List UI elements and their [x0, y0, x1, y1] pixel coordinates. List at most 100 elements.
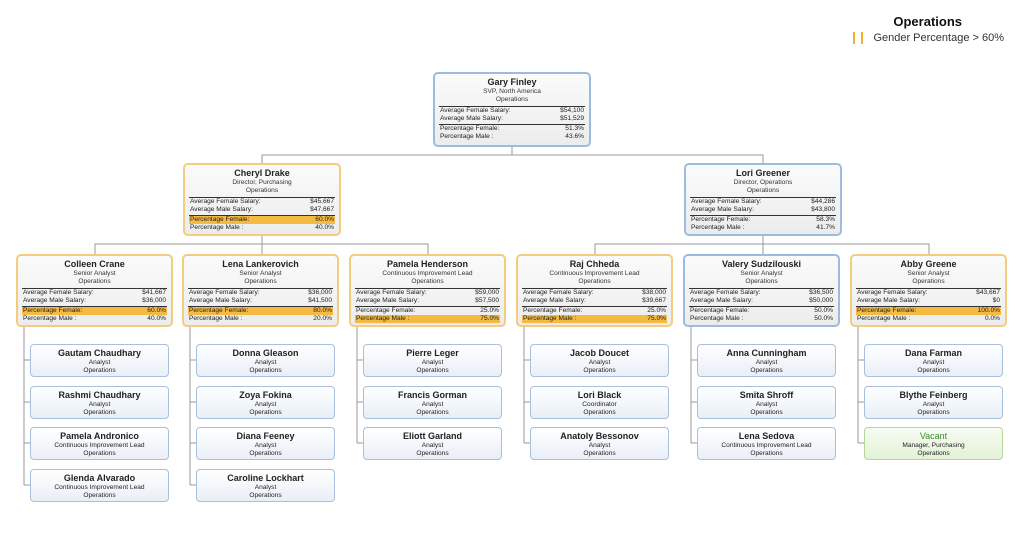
card-dept: Operations — [249, 367, 282, 374]
org-card-report[interactable]: Anna Cunningham Analyst Operations — [697, 344, 836, 377]
card-dept: Operations — [411, 278, 444, 286]
legend-title: Operations — [893, 14, 962, 29]
org-card-report[interactable]: Dana Farman Analyst Operations — [864, 344, 1003, 377]
card-title: Coordinator — [582, 401, 617, 408]
card-dept: Operations — [244, 278, 277, 286]
card-title: Analyst — [88, 359, 111, 366]
card-title: Analyst — [922, 359, 945, 366]
stat-value: $43,667 — [976, 288, 1000, 296]
card-dept: Operations — [912, 278, 945, 286]
org-card-team-lead[interactable]: Colleen Crane Senior Analyst Operations … — [16, 254, 173, 327]
card-name: Anatoly Bessonov — [560, 431, 639, 441]
org-card-report[interactable]: Glenda Alvarado Continuous Improvement L… — [30, 469, 169, 502]
card-name: Eliott Garland — [402, 431, 462, 441]
card-stats: Average Female Salary:$54,100 Average Ma… — [439, 105, 585, 142]
card-title: Senior Analyst — [907, 270, 950, 277]
spine-2 — [189, 327, 196, 486]
org-card-vacant[interactable]: Vacant Manager, Purchasing Operations — [864, 427, 1003, 460]
org-card-report[interactable]: Rashmi Chaudhary Analyst Operations — [30, 386, 169, 419]
org-card-report[interactable]: Smita Shroff Analyst Operations — [697, 386, 836, 419]
card-stats: Average Female Salary:$38,000 Average Ma… — [522, 287, 667, 324]
card-name: Rashmi Chaudhary — [58, 390, 141, 400]
org-card-report[interactable]: Gautam Chaudhary Analyst Operations — [30, 344, 169, 377]
card-title: Director, Operations — [733, 179, 793, 186]
org-card-team-lead[interactable]: Pamela Henderson Continuous Improvement … — [349, 254, 506, 327]
stat-label: Average Male Salary: — [356, 297, 419, 305]
org-card-report[interactable]: Caroline Lockhart Analyst Operations — [196, 469, 335, 502]
stat-label: Percentage Female: — [189, 306, 249, 314]
card-dept: Operations — [750, 450, 783, 457]
stat-value: 80.0% — [313, 306, 332, 314]
org-card-team-lead[interactable]: Lena Lankerovich Senior Analyst Operatio… — [182, 254, 339, 327]
org-card-report[interactable]: Lena Sedova Continuous Improvement Lead … — [697, 427, 836, 460]
card-name: Abby Greene — [900, 259, 957, 269]
card-name: Diana Feeney — [236, 431, 295, 441]
stat-value: 100.0% — [977, 306, 1000, 314]
stat-value: $38,000 — [642, 288, 666, 296]
stat-label: Percentage Male : — [691, 224, 745, 232]
org-card-root[interactable]: Gary Finley SVP, North America Operation… — [433, 72, 591, 147]
org-card-report[interactable]: Diana Feeney Analyst Operations — [196, 427, 335, 460]
card-title: Analyst — [254, 442, 277, 449]
card-name: Anna Cunningham — [726, 348, 807, 358]
org-card-report[interactable]: Pierre Leger Analyst Operations — [363, 344, 502, 377]
org-card-report[interactable]: Donna Gleason Analyst Operations — [196, 344, 335, 377]
card-dept: Operations — [917, 450, 950, 457]
org-card-team-lead[interactable]: Valery Sudzilouski Senior Analyst Operat… — [683, 254, 840, 327]
card-title: Analyst — [755, 401, 778, 408]
card-title: Analyst — [421, 442, 444, 449]
connector-root — [261, 147, 764, 163]
card-dept: Operations — [83, 450, 116, 457]
card-title: Continuous Improvement Lead — [721, 442, 812, 449]
card-title: Analyst — [254, 484, 277, 491]
card-name: Smita Shroff — [739, 390, 794, 400]
card-title: Analyst — [588, 359, 611, 366]
card-dept: Operations — [83, 492, 116, 499]
card-name: Lena Sedova — [738, 431, 795, 441]
org-card-report[interactable]: Jacob Doucet Analyst Operations — [530, 344, 669, 377]
card-title: Manager, Purchasing — [902, 442, 965, 449]
card-dept: Operations — [249, 450, 282, 457]
card-title: Continuous Improvement Lead — [549, 270, 640, 277]
org-card-team-lead[interactable]: Abby Greene Senior Analyst Operations Av… — [850, 254, 1007, 327]
card-name: Francis Gorman — [397, 390, 468, 400]
stat-label: Percentage Male : — [857, 315, 911, 323]
org-card-report[interactable]: Blythe Feinberg Analyst Operations — [864, 386, 1003, 419]
stat-label: Average Male Salary: — [690, 297, 753, 305]
org-card-report[interactable]: Francis Gorman Analyst Operations — [363, 386, 502, 419]
card-name: Jacob Doucet — [569, 348, 629, 358]
card-name: Zoya Fokina — [239, 390, 292, 400]
org-card-report[interactable]: Zoya Fokina Analyst Operations — [196, 386, 335, 419]
org-card-team-lead[interactable]: Raj Chheda Continuous Improvement Lead O… — [516, 254, 673, 327]
card-dept: Operations — [917, 409, 950, 416]
stat-label: Percentage Female: — [691, 215, 751, 223]
stat-label: Average Female Salary: — [691, 197, 762, 205]
card-stats: Average Female Salary:$43,667 Average Ma… — [856, 287, 1001, 324]
card-dept: Operations — [745, 278, 778, 286]
org-card-manager[interactable]: Lori Greener Director, Operations Operat… — [684, 163, 842, 236]
card-title: Analyst — [922, 401, 945, 408]
spine-3 — [356, 327, 363, 444]
card-stats: Average Female Salary:$36,500 Average Ma… — [689, 287, 834, 324]
org-card-report[interactable]: Pamela Andronico Continuous Improvement … — [30, 427, 169, 460]
stat-label: Percentage Female: — [440, 124, 500, 132]
stat-label: Average Male Salary: — [691, 206, 754, 214]
card-name: Valery Sudzilouski — [721, 259, 802, 269]
stat-label: Average Male Salary: — [523, 297, 586, 305]
card-title: Analyst — [254, 401, 277, 408]
org-card-report[interactable]: Eliott Garland Analyst Operations — [363, 427, 502, 460]
card-dept: Operations — [78, 278, 111, 286]
card-name: Blythe Feinberg — [899, 390, 968, 400]
card-stats: Average Female Salary:$59,000 Average Ma… — [355, 287, 500, 324]
org-card-report[interactable]: Lori Black Coordinator Operations — [530, 386, 669, 419]
card-name: Gary Finley — [487, 77, 537, 87]
stat-label: Percentage Female: — [690, 306, 750, 314]
card-name: Lori Black — [577, 390, 622, 400]
org-card-manager[interactable]: Cheryl Drake Director, Purchasing Operat… — [183, 163, 341, 236]
card-title: Analyst — [588, 442, 611, 449]
stat-value: $39,667 — [642, 297, 666, 305]
stat-label: Average Male Salary: — [190, 206, 253, 214]
org-card-report[interactable]: Anatoly Bessonov Analyst Operations — [530, 427, 669, 460]
stat-value: $51,529 — [560, 115, 584, 123]
stat-value: $36,000 — [142, 297, 166, 305]
